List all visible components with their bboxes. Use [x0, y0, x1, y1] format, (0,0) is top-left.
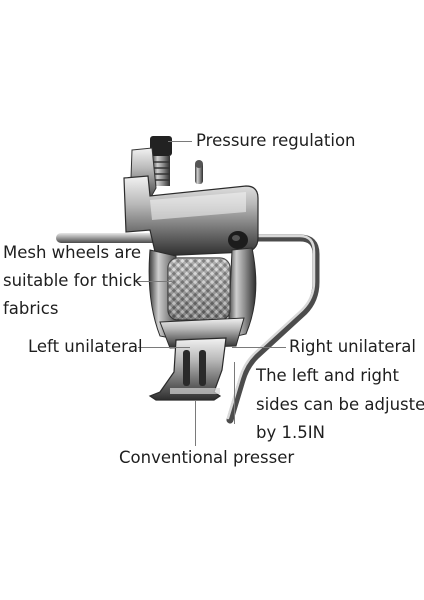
label-conventional-presser: Conventional presser [119, 448, 295, 467]
label-adjustable-line3: by 1.5IN [256, 423, 325, 442]
label-right-unilateral: Right unilateral [289, 337, 416, 356]
label-adjustable-line1: The left and right [256, 366, 399, 385]
label-mesh-wheels-line1: Mesh wheels are [3, 243, 142, 262]
label-mesh-wheels-line3: fabrics [3, 299, 59, 318]
leader-conventional-presser [195, 400, 196, 446]
label-pressure-regulation: Pressure regulation [196, 131, 356, 150]
leader-pressure-regulation [168, 141, 192, 142]
leader-left-unilateral [138, 347, 190, 348]
guide-rod [56, 233, 166, 243]
label-left-unilateral: Left unilateral [28, 337, 143, 356]
leader-adjustable-sides [234, 362, 235, 424]
label-adjustable-line2: sides can be adjusted [256, 395, 424, 414]
leader-right-unilateral [232, 347, 286, 348]
label-mesh-wheels-line2: suitable for thick [3, 271, 142, 290]
leader-mesh-wheels [136, 281, 172, 282]
pressure-screw [150, 136, 172, 156]
